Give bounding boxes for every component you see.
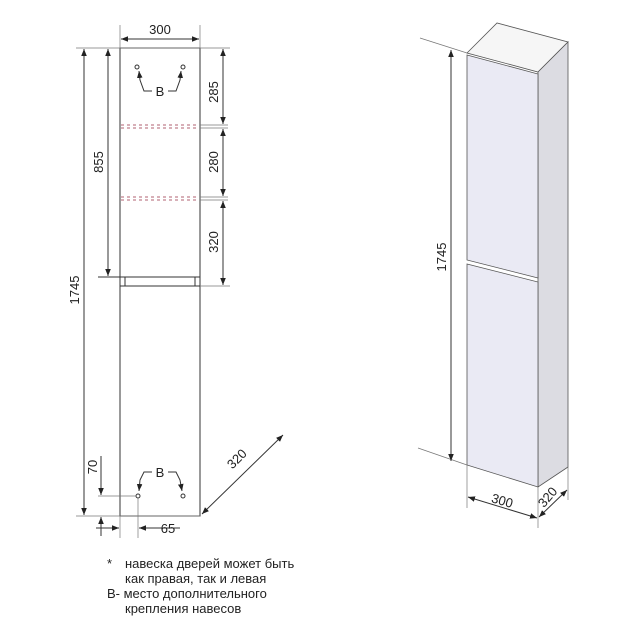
dim-855-label: 855: [91, 151, 106, 173]
notes: * навеска дверей может быть как правая, …: [107, 556, 294, 616]
front-view: 300 285 280 320 855 1745 B B 70: [67, 22, 284, 538]
note-line-1: навеска дверей может быть: [125, 556, 294, 571]
mount-hole: [180, 64, 186, 70]
cabinet-outline: [119, 47, 201, 517]
mount-marker-bottom: B: [156, 465, 165, 480]
dim-285-label: 285: [206, 81, 221, 103]
note-line-3: В- место дополнительного: [107, 586, 267, 601]
dim-1745-label: 1745: [67, 276, 82, 305]
dim-70-label: 70: [85, 460, 100, 474]
iso-height-label: 1745: [434, 243, 449, 272]
upper-door: [466, 54, 539, 279]
note-star: *: [107, 556, 112, 571]
dim-depth-320: [201, 434, 284, 515]
cabinet-side-face: [537, 41, 569, 488]
lower-door: [466, 263, 539, 488]
dim-320-shelf-label: 320: [206, 231, 221, 253]
mount-hole: [134, 64, 140, 70]
iso-depth-label: 320: [535, 484, 560, 510]
note-line-2: как правая, так и левая: [125, 571, 266, 586]
iso-dim-320: [538, 489, 568, 518]
dim-depth-label: 320: [224, 446, 250, 472]
note-line-4: крепления навесов: [125, 601, 241, 616]
dim-65-label: 65: [161, 521, 175, 536]
dim-280-label: 280: [206, 151, 221, 173]
dim-width-label: 300: [149, 22, 171, 37]
mount-hole: [135, 493, 141, 499]
mount-hole: [180, 493, 186, 499]
iso-dim-300: [467, 496, 538, 519]
iso-view: 1745 300 320: [417, 22, 569, 528]
mount-marker-top: B: [156, 84, 165, 99]
iso-width-label: 300: [490, 490, 515, 510]
